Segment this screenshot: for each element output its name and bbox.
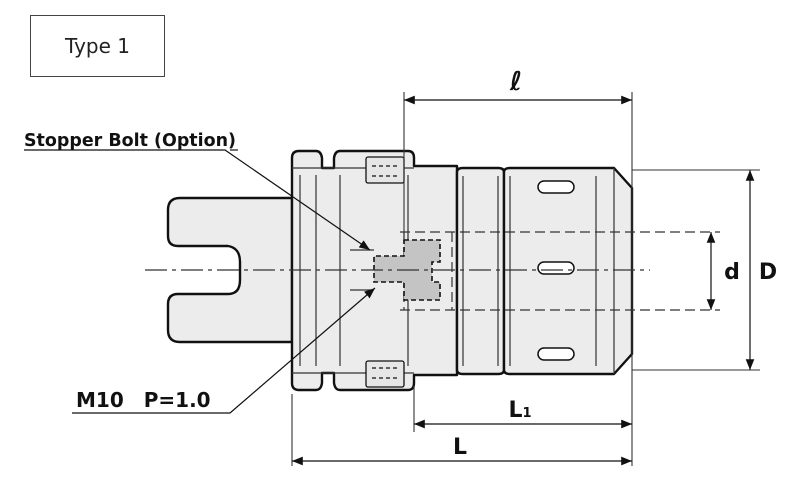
- dimension-lines: [292, 95, 755, 466]
- dim-d-label: d: [724, 260, 740, 285]
- dim-L1-sub: 1: [522, 406, 531, 421]
- stopper-callout: Stopper Bolt (Option): [24, 130, 236, 151]
- stopper-leader: [24, 149, 371, 251]
- dim-D-label: D: [759, 260, 777, 285]
- dim-L1-base: L: [508, 398, 522, 423]
- holder-body: [166, 149, 634, 392]
- type-label-box: Type 1: [30, 15, 165, 77]
- dim-L-label: L: [453, 435, 467, 460]
- shank-tang: [166, 196, 294, 344]
- dim-L1-label: L1: [508, 398, 531, 423]
- thread-callout: M10 P=1.0: [76, 388, 211, 412]
- thread-leader: [72, 287, 376, 414]
- dim-l-label: ℓ: [509, 67, 522, 97]
- type-label: Type 1: [64, 34, 131, 58]
- leader-lines: [24, 149, 376, 414]
- body-mid: [455, 166, 506, 376]
- nose-slots: [537, 180, 575, 361]
- extension-lines: [291, 92, 760, 466]
- flange-slots: [365, 156, 405, 388]
